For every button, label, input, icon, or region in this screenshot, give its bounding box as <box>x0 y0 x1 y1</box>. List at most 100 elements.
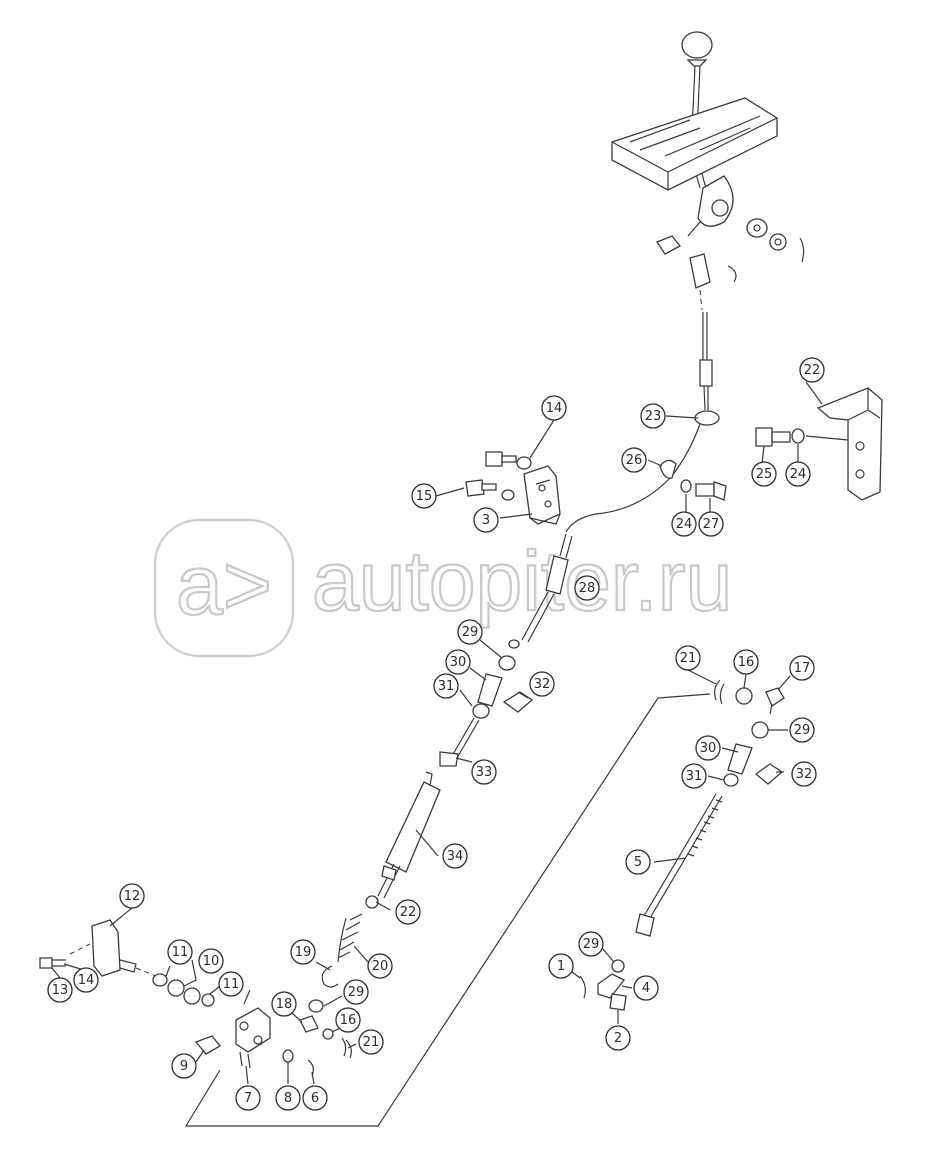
callout-c24b: 24 <box>671 511 697 537</box>
callout-number: 10 <box>203 954 220 969</box>
callout-circle <box>633 975 659 1001</box>
callout-c31a: 31 <box>433 673 459 699</box>
bolt-25-washer-24 <box>755 427 849 447</box>
callout-number: 24 <box>790 467 807 482</box>
callout-c11a: 11 <box>167 939 193 965</box>
threaded-rod-5 <box>643 793 723 919</box>
callout-circle <box>529 671 555 697</box>
watermark-logo-glyph: a> <box>176 538 272 632</box>
callout-c25: 25 <box>751 461 777 487</box>
callout-number: 30 <box>450 655 467 670</box>
callout-number: 2 <box>614 1031 622 1046</box>
callout-circle <box>791 761 817 787</box>
callout-circle <box>73 967 99 993</box>
callout-circle <box>751 461 777 487</box>
callout-number: 16 <box>738 655 755 670</box>
callout-circle <box>695 735 721 761</box>
callout-c14a: 14 <box>541 395 567 421</box>
callout-number: 32 <box>796 767 813 782</box>
callout-number: 27 <box>703 517 720 532</box>
callout-circle <box>681 763 707 789</box>
callout-number: 29 <box>348 985 365 1000</box>
callout-number: 22 <box>400 905 417 920</box>
callout-circle <box>640 403 666 429</box>
callout-number: 22 <box>804 363 821 378</box>
callout-circle <box>785 461 811 487</box>
callout-number: 26 <box>626 453 643 468</box>
callout-circle <box>119 883 145 909</box>
callout-number: 11 <box>223 977 240 992</box>
callout-circle <box>789 655 815 681</box>
callout-c30b: 30 <box>695 735 721 761</box>
callout-number: 33 <box>476 765 493 780</box>
callout-circle <box>395 899 421 925</box>
callout-c9: 9 <box>171 1053 197 1079</box>
callout-c21b: 21 <box>358 1029 384 1055</box>
callout-c29d: 29 <box>578 931 604 957</box>
callout-number: 34 <box>447 849 464 864</box>
callout-circle <box>411 483 437 509</box>
callout-c32b: 32 <box>791 761 817 787</box>
watermark-text: autopiter.ru <box>312 534 732 628</box>
watermark-logo-box <box>153 518 295 658</box>
callout-circle <box>367 953 393 979</box>
callout-number: 16 <box>340 1013 357 1028</box>
callout-circle <box>578 931 604 957</box>
callout-c21a: 21 <box>675 645 701 671</box>
callout-number: 24 <box>676 517 693 532</box>
callout-c7: 7 <box>235 1085 261 1111</box>
callout-number: 15 <box>416 489 433 504</box>
callout-number: 21 <box>363 1035 380 1050</box>
callout-circle <box>335 1007 361 1033</box>
callout-number: 28 <box>579 581 596 596</box>
callout-circle <box>198 948 224 974</box>
callout-circle <box>218 971 244 997</box>
callout-c8: 8 <box>275 1085 301 1111</box>
callout-circle <box>457 619 483 645</box>
callout-c27: 27 <box>698 511 724 537</box>
callout-circle <box>358 1029 384 1055</box>
callout-number: 8 <box>284 1091 292 1106</box>
callout-c20: 20 <box>367 953 393 979</box>
callout-c4: 4 <box>633 975 659 1001</box>
callout-number: 5 <box>634 855 642 870</box>
callout-c18: 18 <box>271 991 297 1017</box>
spring-clip-19 <box>321 965 339 988</box>
callout-circle <box>442 843 468 869</box>
callout-c12: 12 <box>119 883 145 909</box>
callout-number: 18 <box>276 997 293 1012</box>
callout-circle <box>302 1085 328 1111</box>
callout-number: 4 <box>642 981 650 996</box>
callout-c1: 1 <box>548 953 574 979</box>
callout-number: 29 <box>583 937 600 952</box>
callout-circle <box>433 673 459 699</box>
callout-circle <box>789 717 815 743</box>
callout-c29b: 29 <box>789 717 815 743</box>
callout-c13: 13 <box>47 977 73 1003</box>
callout-c28: 28 <box>574 575 600 601</box>
callout-c29c: 29 <box>343 979 369 1005</box>
callout-c22a: 22 <box>799 357 825 383</box>
left-linkage-chain <box>337 655 534 963</box>
callout-c15: 15 <box>411 483 437 509</box>
callout-c33: 33 <box>471 759 497 785</box>
bracket-12 <box>91 919 121 977</box>
callout-c17: 17 <box>789 655 815 681</box>
callout-number: 14 <box>78 973 95 988</box>
callout-number: 21 <box>680 651 697 666</box>
callout-circle <box>605 1025 631 1051</box>
callout-number: 7 <box>244 1091 252 1106</box>
callout-c3: 3 <box>473 507 499 533</box>
callout-circle <box>548 953 574 979</box>
shift-knob <box>681 31 713 59</box>
callout-number: 1 <box>557 959 565 974</box>
callout-c10: 10 <box>198 948 224 974</box>
callout-number: 13 <box>52 983 69 998</box>
spring-20 <box>337 913 363 959</box>
callout-number: 14 <box>546 401 563 416</box>
callout-c23: 23 <box>640 403 666 429</box>
callout-number: 12 <box>124 889 141 904</box>
callout-number: 20 <box>372 959 389 974</box>
